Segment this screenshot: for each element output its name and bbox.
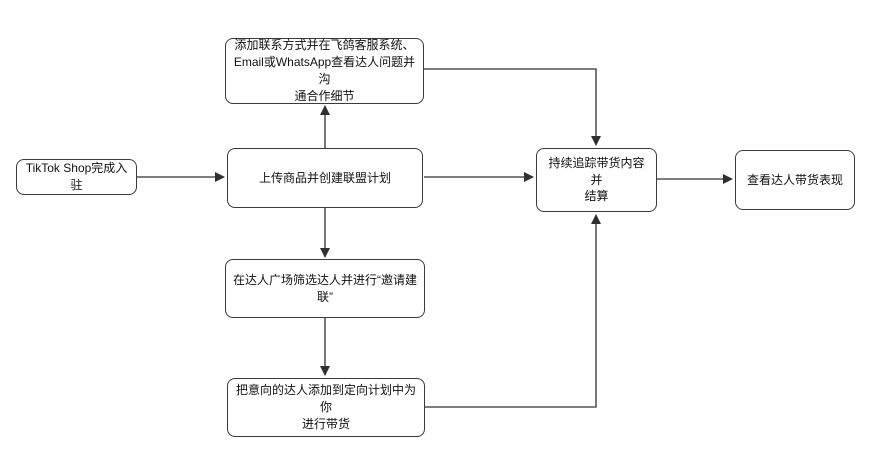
node-targeted-plan-add-creators: 把意向的达人添加到定向计划中为你 进行带货 [227,378,425,437]
node-creator-marketplace-invite: 在达人广场筛选达人并进行“邀请建 联” [225,259,425,318]
node-add-contact-communicate: 添加联系方式并在飞鸽客服系统、 Email或WhatsApp查看达人问题并沟 通… [225,38,424,104]
node-tiktok-shop-onboard: TikTok Shop完成入驻 [16,159,137,195]
node-track-content-settle: 持续追踪带货内容并 结算 [536,148,657,212]
edge-target-to-track [425,214,601,408]
edge-contact-to-track [424,68,601,146]
node-view-creator-performance: 查看达人带货表现 [735,150,855,210]
node-upload-product-create-plan: 上传商品并创建联盟计划 [227,148,423,208]
